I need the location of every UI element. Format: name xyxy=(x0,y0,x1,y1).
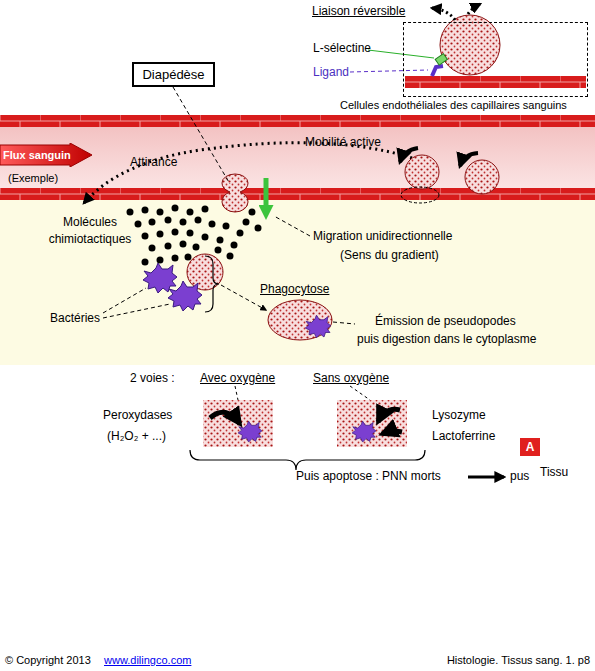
flow-arrow: Flux sanguin(Exemple) xyxy=(0,143,92,167)
text-label: Lysozyme xyxy=(432,408,486,423)
text-label: Migration unidirectionnelle xyxy=(313,229,452,244)
enzyme-arrow xyxy=(210,412,240,424)
text-label: (H₂O₂ + ...) xyxy=(107,429,166,444)
attraction-arrow xyxy=(84,143,412,203)
node-text: Liaison réversible xyxy=(312,4,405,19)
text-label: (Sens du gradient) xyxy=(340,248,439,263)
neutrophil-cell xyxy=(405,155,439,189)
motion-arrow xyxy=(400,148,418,162)
text-label: L-sélectine xyxy=(313,41,371,56)
node-text: (Exemple) xyxy=(8,171,58,186)
text-label: Émission de pseudopodes xyxy=(375,314,516,329)
text-label: pus xyxy=(510,469,529,484)
inset-box: Liaison réversible xyxy=(403,22,588,97)
binding-arrow xyxy=(468,4,480,14)
text-label: Cellules endothéliales des capillaires s… xyxy=(340,98,567,113)
text-label: puis digestion dans le cytoplasme xyxy=(357,332,536,347)
leader-line xyxy=(368,50,434,58)
arrow-outline xyxy=(0,143,92,167)
text-label: Lactoferrine xyxy=(432,429,495,444)
enzyme-arrow xyxy=(382,431,402,434)
phagocyte-cell xyxy=(268,300,332,340)
binding-arrow xyxy=(432,8,455,20)
text-label: 2 voies : xyxy=(130,371,175,386)
node-text: Diapédèse xyxy=(134,67,213,82)
leader-line xyxy=(235,386,370,400)
ligand-symbol xyxy=(432,66,443,76)
node-text: Tissu xyxy=(540,465,568,480)
vessel-lumen xyxy=(0,127,595,188)
leader-line xyxy=(350,70,428,72)
motion-arrow xyxy=(460,153,478,166)
panel-letter: A xyxy=(519,437,541,457)
endothelium-wall xyxy=(0,115,595,127)
diapedesis-cell xyxy=(222,174,248,212)
text-label: Molécules chimiotactiques xyxy=(40,214,140,248)
text-label: www.dilingco.com xyxy=(104,653,191,668)
migration-arrow xyxy=(264,178,269,214)
selectin-symbol xyxy=(435,54,447,65)
text-label: Phagocytose xyxy=(260,282,329,297)
text-label: Puis apoptose : PNN morts xyxy=(296,469,441,484)
text-label: © Copyright 2013 xyxy=(5,653,91,668)
leader-line xyxy=(173,87,230,184)
text-label: Bactéries xyxy=(50,311,100,326)
neutrophil-cell xyxy=(465,160,499,194)
enzyme-arrow xyxy=(378,409,400,422)
text-label: Sans oxygène xyxy=(313,371,389,386)
text-label: Attirance xyxy=(130,155,177,170)
curly-brace xyxy=(190,450,425,470)
neutrophil-cell xyxy=(440,15,500,75)
text-label: Peroxydases xyxy=(103,408,172,423)
result-arrow xyxy=(468,476,504,479)
text-label: Histologie. Tissus sang. 1. p8 xyxy=(390,653,590,668)
text-label: Ligand xyxy=(313,65,349,80)
bacterium xyxy=(352,421,376,442)
text-label: Avec oxygène xyxy=(200,371,275,386)
node-text: Flux sanguin xyxy=(3,148,71,163)
cytoplasm-box xyxy=(337,400,407,447)
endothelium-wall xyxy=(405,76,586,88)
label-box: Diapédèse xyxy=(132,62,215,87)
cytoplasm-box xyxy=(203,400,273,447)
text-label: Mobilité active xyxy=(305,135,381,150)
bacterium xyxy=(238,421,262,442)
node-text: A xyxy=(520,440,540,455)
